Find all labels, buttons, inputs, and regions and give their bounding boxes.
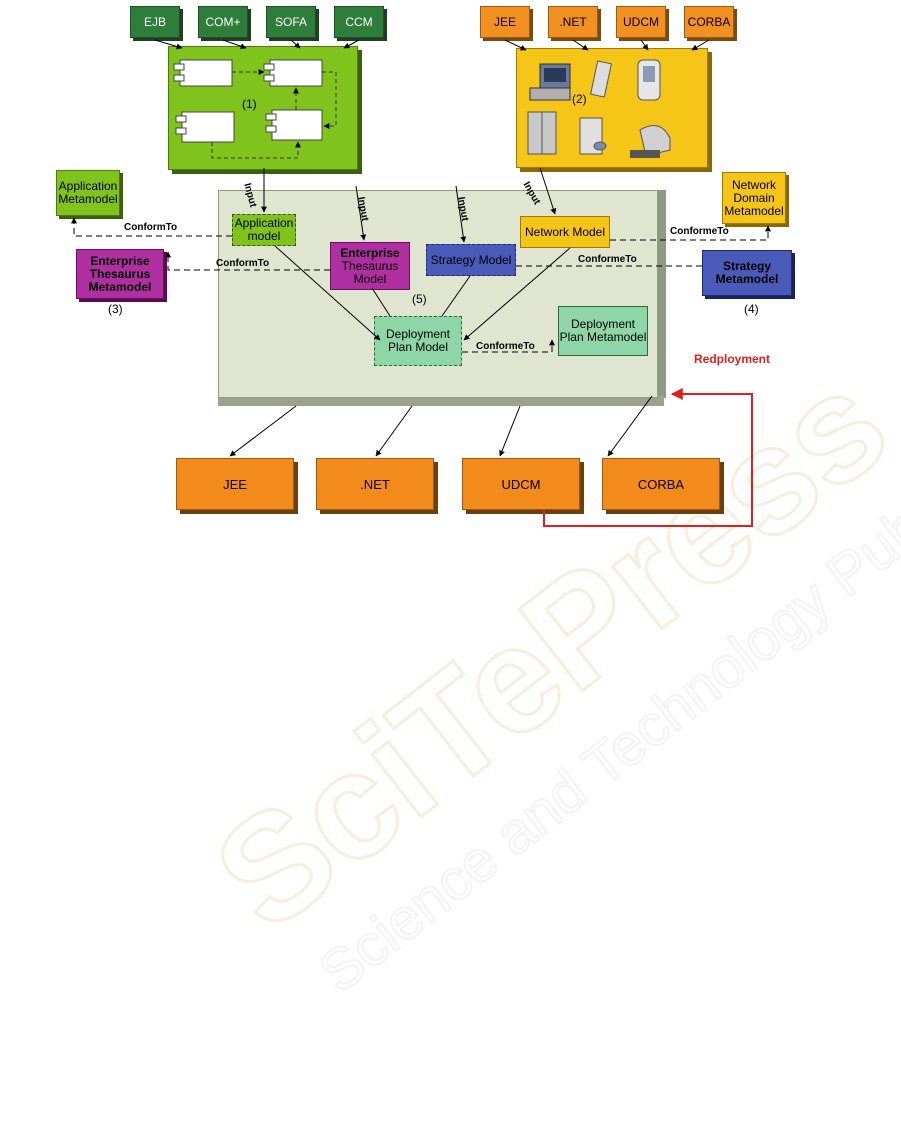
- enterprise-thesaurus-model-subtitle: Thesaurus Model: [341, 258, 399, 286]
- target-dotnet-box: .NET: [316, 458, 434, 510]
- label-num-5: (5): [412, 292, 427, 306]
- label-num-1: (1): [242, 97, 257, 111]
- redeployment-arrow: [543, 388, 753, 527]
- label-conformto-app-metamodel: ConformTo: [124, 222, 178, 233]
- tech-complus-box: COM+: [198, 6, 248, 38]
- label-num-3: (3): [108, 302, 123, 316]
- enterprise-thesaurus-model-box: Enterprise Thesaurus Model: [330, 242, 410, 290]
- tech-to-panel-arrows: [154, 39, 710, 51]
- label-conformto-thesaurus: ConformTo: [216, 258, 270, 269]
- transformation-panel-bottom: [218, 396, 664, 406]
- tech-corba-box: CORBA: [684, 6, 734, 38]
- strategy-model-box: Strategy Model: [426, 244, 516, 276]
- network-domain-metamodel-box: Network Domain Metamodel: [722, 172, 786, 224]
- tech-udcm-box: UDCM: [616, 6, 666, 38]
- application-model-box: Application model: [232, 214, 296, 246]
- label-redeployment: Redployment: [694, 352, 771, 366]
- deployment-plan-metamodel-box: Deployment Plan Metamodel: [558, 306, 648, 356]
- network-model-box: Network Model: [520, 216, 610, 248]
- label-conformeto-strategy: ConformeTo: [578, 254, 637, 265]
- enterprise-thesaurus-metamodel-box: Enterprise Thesaurus Metamodel: [76, 249, 164, 299]
- tech-ccm-box: CCM: [334, 6, 384, 38]
- component-icons: [173, 59, 323, 143]
- strategy-metamodel-box: Strategy Metamodel: [702, 250, 792, 296]
- tech-sofa-box: SOFA: [266, 6, 316, 38]
- tech-ejb-box: EJB: [130, 6, 180, 38]
- deployment-plan-model-box: Deployment Plan Model: [374, 316, 462, 366]
- target-udcm-box: UDCM: [462, 458, 580, 510]
- enterprise-thesaurus-model-title: Enterprise: [340, 245, 400, 260]
- network-device-icons: [527, 59, 671, 158]
- label-num-4: (4): [744, 302, 759, 316]
- label-conformeto-deployment: ConformeTo: [476, 341, 535, 352]
- application-metamodel-box: Application Metamodel: [56, 170, 120, 216]
- tech-jee-box: JEE: [480, 6, 530, 38]
- target-corba-box: CORBA: [602, 458, 720, 510]
- tech-dotnet-box: .NET: [548, 6, 598, 38]
- label-num-2: (2): [572, 92, 587, 106]
- transformation-panel-side: [656, 190, 666, 398]
- label-conformeto-network: ConformeTo: [670, 226, 729, 237]
- target-jee-box: JEE: [176, 458, 294, 510]
